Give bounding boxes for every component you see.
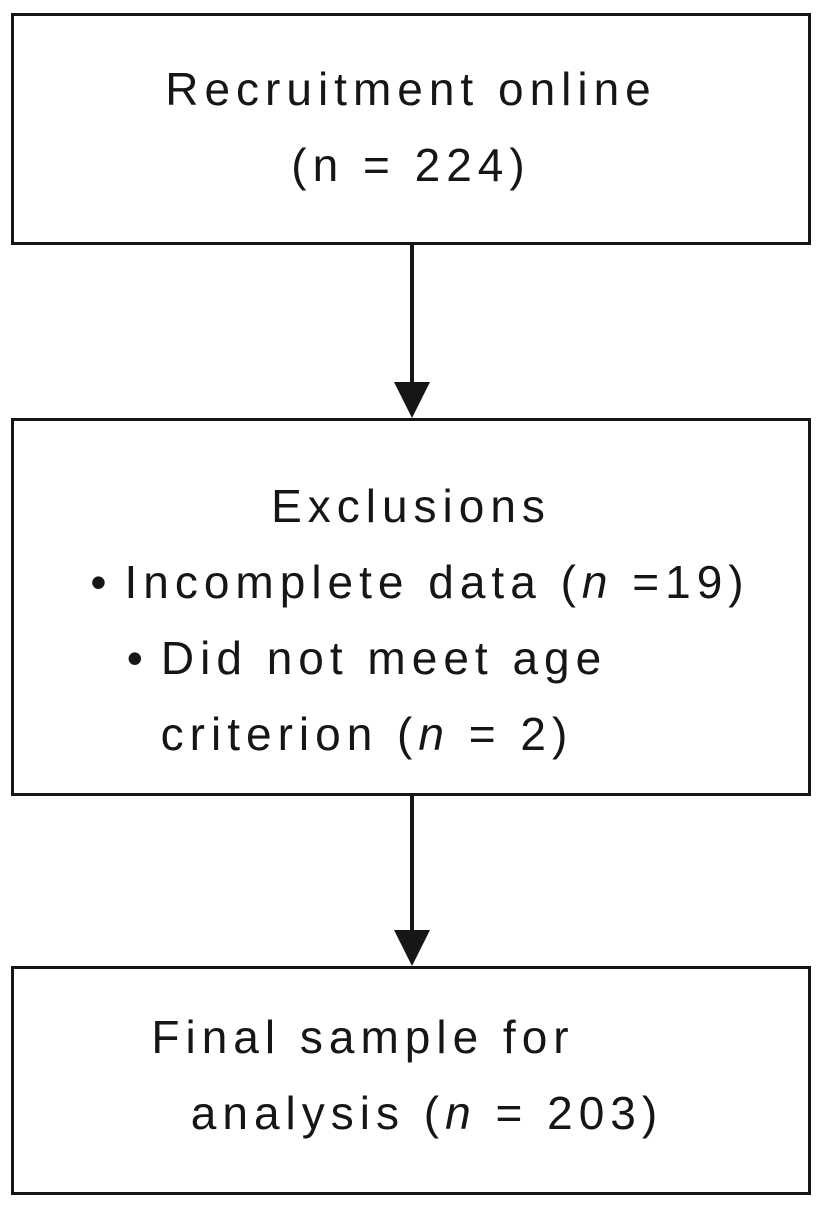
final-sample-text: analysis (	[190, 1087, 446, 1139]
italic-n: n	[581, 556, 614, 608]
recruitment-title: Recruitment online	[165, 63, 657, 115]
italic-n: n	[445, 1087, 477, 1139]
exclusion-item-age-criterion-line1: •Did not meet age	[0, 620, 764, 696]
exclusion-item-age-criterion-text: Did not meet age	[160, 632, 608, 684]
bullet-icon: •	[126, 632, 149, 684]
bullet-icon: •	[90, 556, 113, 608]
exclusion-item-age-criterion-count: = 2)	[449, 708, 574, 760]
exclusion-item-age-criterion-line2: criterion (n = 2)	[0, 696, 764, 772]
arrow-2-stem	[410, 796, 414, 930]
arrow-1-stem	[410, 245, 414, 382]
final-sample-line1: Final sample for	[151, 1011, 575, 1063]
final-sample-line2: analysis (n = 203)	[30, 1075, 824, 1151]
arrow-1-arrowhead-icon	[394, 382, 430, 418]
final-sample-count: = 203)	[476, 1087, 664, 1139]
italic-n: n	[418, 708, 450, 760]
exclusion-item-age-criterion-text2: criterion (	[160, 708, 419, 760]
arrow-2-arrowhead-icon	[394, 930, 430, 966]
box-recruitment: Recruitment online (n = 224)	[11, 13, 811, 245]
box-final-sample: Final sample for analysis (n = 203)	[11, 966, 811, 1195]
exclusion-item-incomplete-data-text: Incomplete data (	[124, 556, 582, 608]
exclusion-item-incomplete-data-count: =19)	[613, 556, 750, 608]
exclusions-title: Exclusions	[271, 480, 551, 532]
recruitment-count: (n = 224)	[291, 139, 531, 191]
exclusion-item-incomplete-data: •Incomplete data (n =19)	[23, 544, 817, 620]
box-exclusions: Exclusions •Incomplete data (n =19) •Did…	[11, 418, 811, 796]
